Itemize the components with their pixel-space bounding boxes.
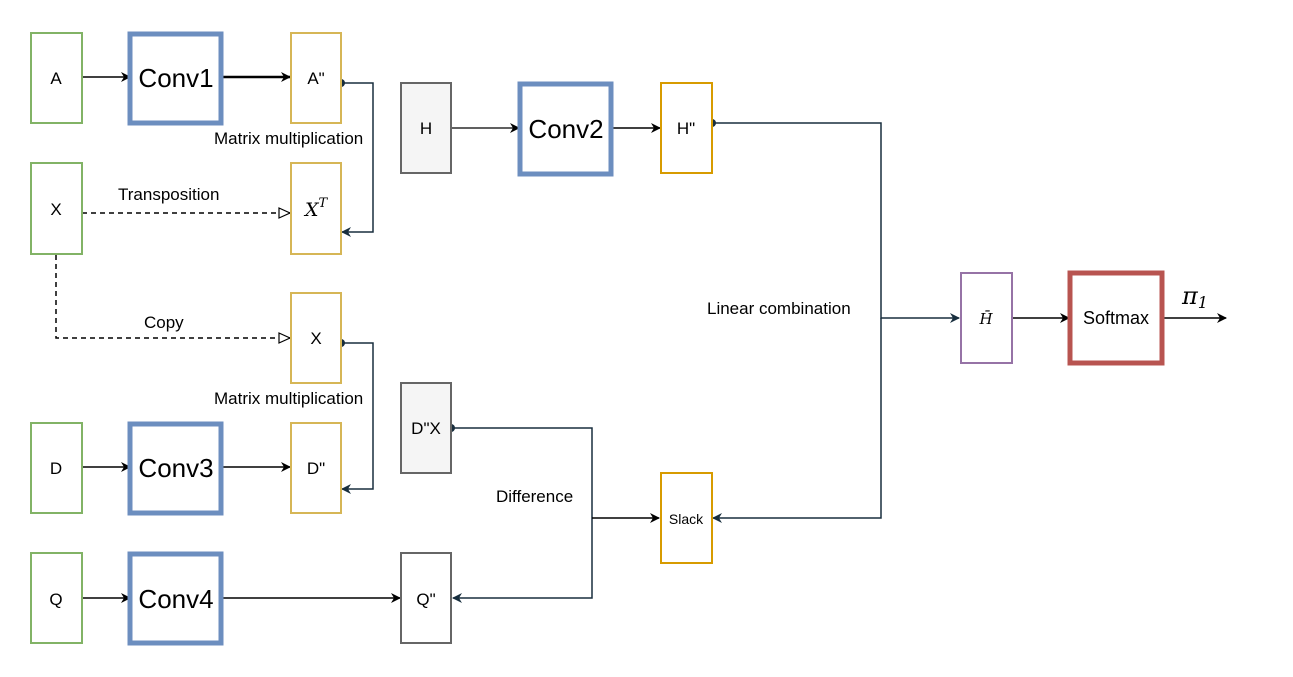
node-h-bar: H̄ xyxy=(960,272,1013,364)
node-x-transpose: XT xyxy=(290,162,342,255)
node-q-doubleprime-label: Q" xyxy=(416,590,435,609)
node-a-label: A xyxy=(50,69,62,88)
edge-x-d xyxy=(341,342,374,494)
node-slack-label: Slack xyxy=(669,511,704,527)
edge-h-hbar xyxy=(712,122,960,323)
node-softmax: Softmax xyxy=(1067,270,1165,366)
node-dx: D"X xyxy=(400,382,452,474)
node-conv2-label: Conv2 xyxy=(528,114,603,144)
node-d: D xyxy=(30,422,83,514)
node-q-label: Q xyxy=(49,590,62,609)
node-slack: Slack xyxy=(660,472,713,564)
label-linear-combination: Linear combination xyxy=(707,299,851,318)
node-conv3: Conv3 xyxy=(127,421,224,516)
node-h-doubleprime-label: H" xyxy=(677,119,695,138)
node-h-doubleprime: H" xyxy=(660,82,713,174)
node-q-doubleprime: Q" xyxy=(400,552,452,644)
node-h: H xyxy=(400,82,452,174)
label-difference: Difference xyxy=(496,487,573,506)
node-x-copy-label: X xyxy=(310,329,321,348)
label-matmul-top: Matrix multiplication xyxy=(214,129,363,148)
node-h-bar-label: H̄ xyxy=(978,310,993,328)
edge-a-xt xyxy=(341,82,374,237)
node-d-label: D xyxy=(50,459,62,478)
node-dx-label: D"X xyxy=(411,419,441,438)
node-h-label: H xyxy=(420,119,432,138)
node-conv4-label: Conv4 xyxy=(138,584,213,614)
node-x-transpose-label: XT xyxy=(303,196,329,221)
node-softmax-label: Softmax xyxy=(1083,308,1149,328)
node-d-doubleprime: D" xyxy=(290,422,342,514)
node-conv1: Conv1 xyxy=(127,31,224,126)
node-a-doubleprime: A" xyxy=(290,32,342,124)
edge-dx-q xyxy=(451,427,593,603)
node-x-copy: X xyxy=(290,292,342,384)
node-x-label: X xyxy=(50,200,61,219)
node-conv3-label: Conv3 xyxy=(138,453,213,483)
label-matmul-bottom: Matrix multiplication xyxy=(214,389,363,408)
node-q: Q xyxy=(30,552,83,644)
node-conv2: Conv2 xyxy=(517,81,614,177)
label-copy: Copy xyxy=(144,313,184,332)
label-transposition: Transposition xyxy=(118,185,219,204)
output-pi-label: π1 xyxy=(1181,282,1208,312)
edge-lc-slack xyxy=(712,318,882,523)
node-d-doubleprime-label: D" xyxy=(307,459,325,478)
connectors xyxy=(55,72,1227,603)
edge-x-copy xyxy=(55,255,292,344)
node-conv4: Conv4 xyxy=(127,551,224,646)
node-conv1-label: Conv1 xyxy=(138,63,213,93)
node-x: X xyxy=(30,162,83,255)
node-a-doubleprime-label: A" xyxy=(307,69,324,88)
node-a: A xyxy=(30,32,83,124)
